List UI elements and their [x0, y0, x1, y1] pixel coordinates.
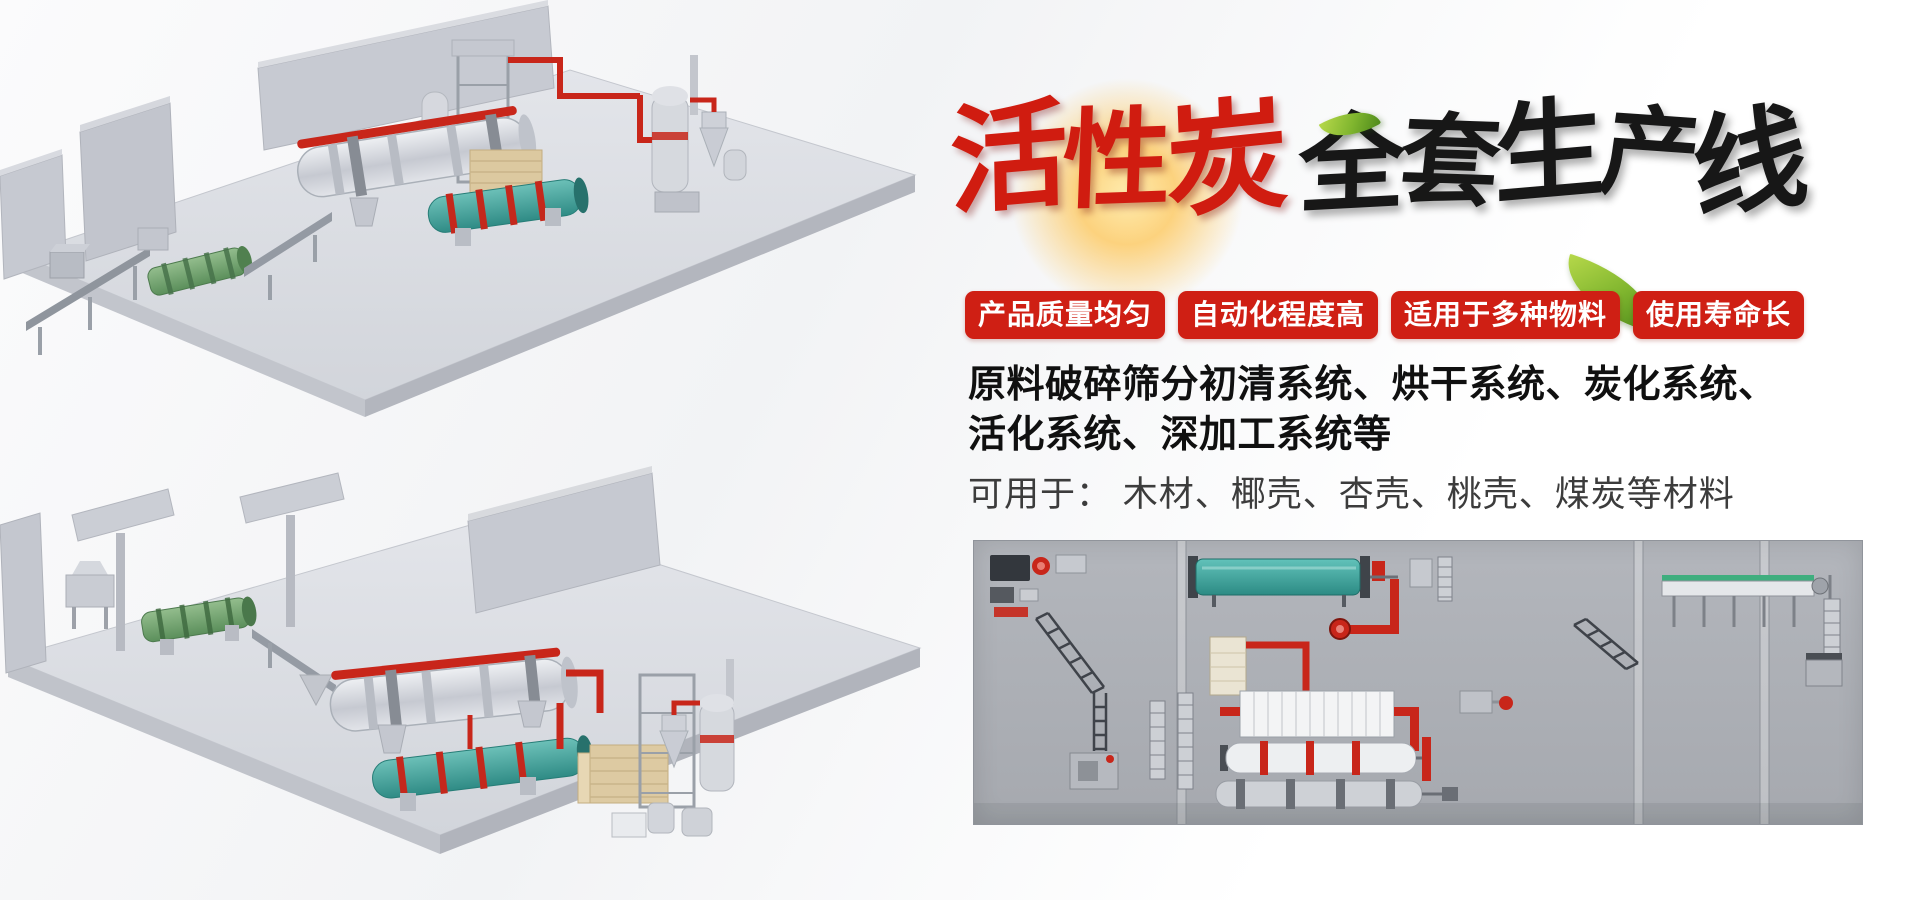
- schematic-feed-section: [990, 554, 1166, 790]
- feature-badge: 产品质量均匀: [965, 291, 1166, 339]
- feature-badge: 使用寿命长: [1633, 291, 1805, 339]
- cooling-drum: [372, 703, 594, 811]
- production-line-render-bottom: [0, 466, 922, 854]
- rotary-dryer-drum: [329, 647, 604, 754]
- title-char: 炭: [1163, 85, 1286, 233]
- schematic-packing-section: [1661, 575, 1843, 687]
- transfer-conveyor: [244, 212, 332, 300]
- schematic-wall-columns: [974, 541, 1862, 824]
- title-char: 线: [1687, 93, 1808, 236]
- schematic-radiator-bank: [1220, 690, 1419, 751]
- systems-description: 原料破碎筛分初清系统、烘干系统、炭化系统、 活化系统、深加工系统等: [968, 360, 1777, 460]
- layout-schematic-drawing: [974, 541, 1862, 824]
- activation-furnace-cluster: [611, 659, 735, 838]
- title-char: 性: [1060, 97, 1168, 222]
- feeder-hopper: [65, 561, 115, 629]
- production-line-render-top: [0, 0, 917, 417]
- title-char: 套: [1394, 104, 1501, 220]
- screening-drum: [141, 596, 257, 655]
- screening-drum: [147, 245, 253, 296]
- systems-description-line1: 原料破碎筛分初清系统、烘干系统、炭化系统、: [968, 364, 1777, 406]
- feature-badge: 自动化程度高: [1178, 291, 1379, 339]
- feature-badges: 产品质量均匀 自动化程度高 适用于多种物料 使用寿命长: [965, 291, 1805, 339]
- systems-description-line2: 活化系统、深加工系统等: [968, 414, 1392, 457]
- title-char: 全: [1297, 103, 1401, 227]
- materials-usage-text: 可用于： 木材、椰壳、杏壳、桃壳、煤炭等材料: [968, 475, 1735, 514]
- cooling-drum: [427, 177, 589, 246]
- feed-conveyor: [26, 227, 169, 355]
- title-char: 活: [948, 88, 1065, 230]
- schematic-carbonization-drum: [1220, 737, 1431, 781]
- schematic-dryer-drum: [1188, 556, 1453, 640]
- schematic-activation-drum: [1177, 692, 1458, 809]
- crusher-unit: [49, 244, 90, 279]
- layout-schematic-panel: [973, 540, 1863, 825]
- title-char: 生: [1493, 86, 1601, 219]
- title-char: 产: [1594, 94, 1702, 212]
- schematic-heat-exchanger: [1209, 636, 1310, 696]
- schematic-auxiliary-units: [1459, 617, 1639, 714]
- wall-panels: [0, 466, 661, 674]
- feature-badge: 适用于多种物料: [1391, 291, 1621, 339]
- page-title: 活 性 炭 全 套 生 产 线: [946, 85, 1808, 235]
- rotary-dryer-drum: [296, 106, 537, 227]
- carbonization-furnace-cluster: [637, 55, 747, 213]
